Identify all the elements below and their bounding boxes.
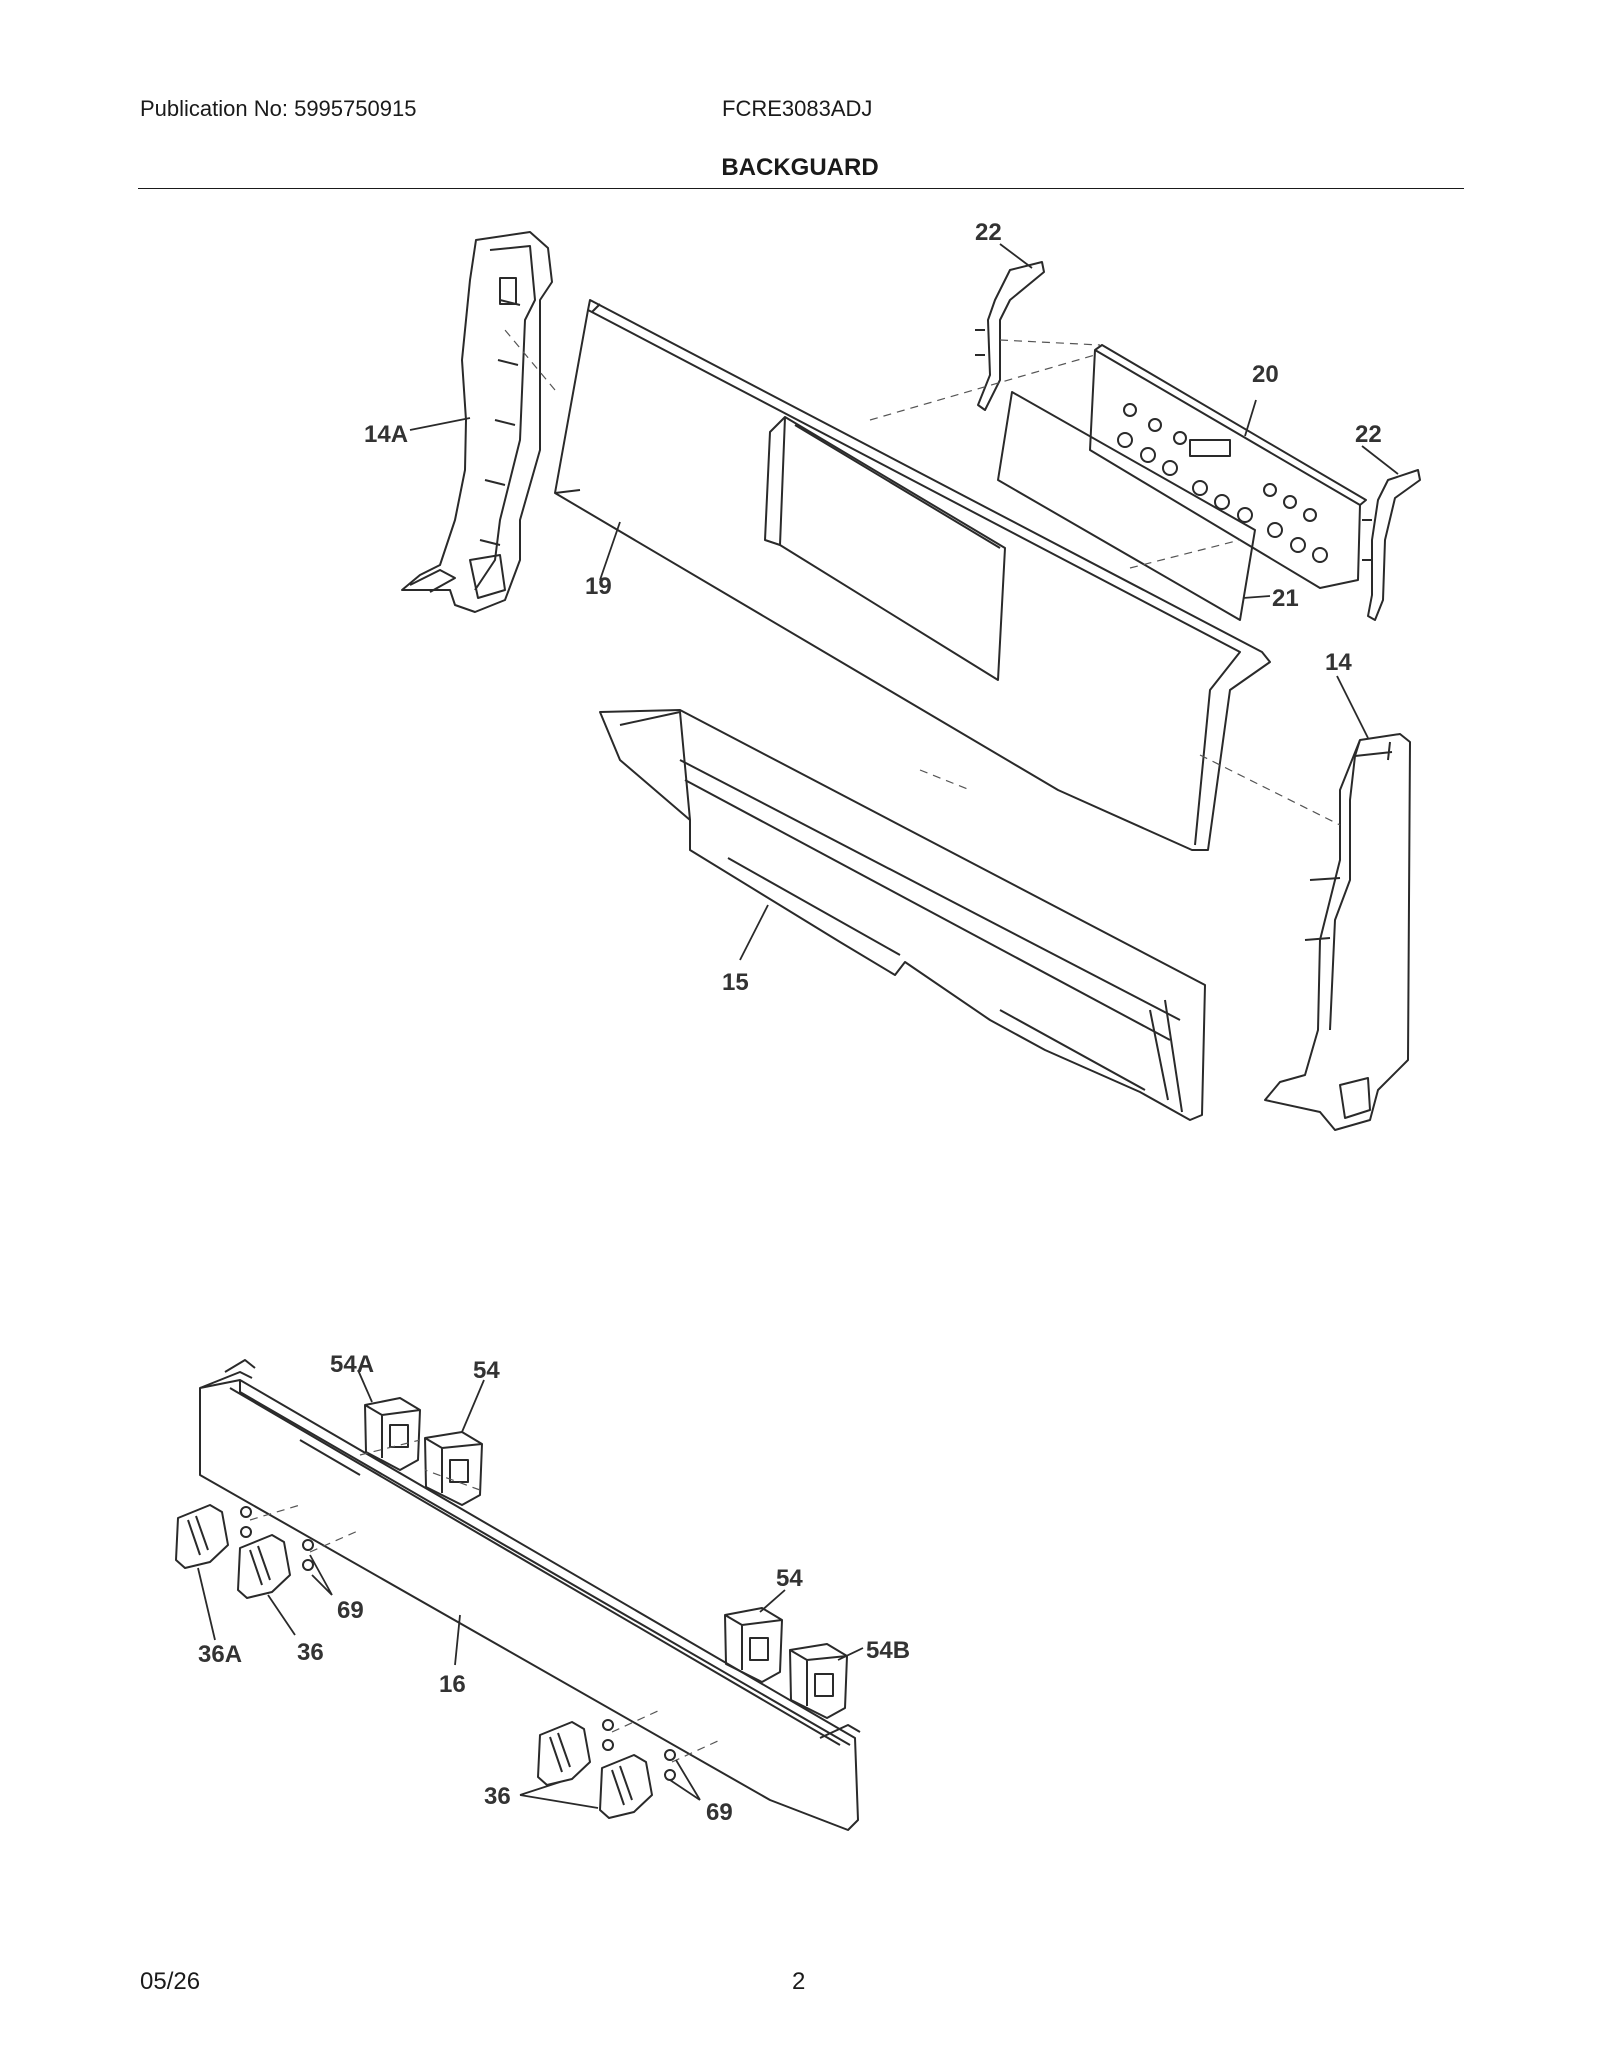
callout-19: 19 xyxy=(585,573,612,600)
part-54-switch-upper xyxy=(424,1431,483,1506)
part-54-switch-lower xyxy=(724,1607,783,1683)
part-16-lower-control-panel xyxy=(199,1359,861,1831)
callout-54-upper: 54 xyxy=(473,1357,500,1384)
callout-69-right: 69 xyxy=(706,1799,733,1826)
page-number: 2 xyxy=(792,1968,806,1995)
page-title: BACKGUARD xyxy=(721,154,879,181)
part-54b-switch xyxy=(789,1643,848,1719)
part-54a-switch xyxy=(364,1397,421,1471)
callout-36a: 36A xyxy=(198,1641,242,1668)
callout-36-left: 36 xyxy=(297,1639,324,1666)
callout-14a: 14A xyxy=(364,421,408,448)
part-36-knob-lower-b xyxy=(599,1754,653,1819)
part-36a-knob xyxy=(175,1504,229,1569)
footer-date: 05/26 xyxy=(140,1968,201,1995)
part-22-bracket-upper xyxy=(975,261,1045,411)
part-36-knob-lower-a xyxy=(537,1721,591,1786)
callout-69-left: 69 xyxy=(337,1597,364,1624)
callout-22-lower: 22 xyxy=(1355,421,1382,448)
header-divider xyxy=(138,188,1464,189)
part-36-knob-left xyxy=(237,1534,291,1599)
callout-20: 20 xyxy=(1252,361,1279,388)
callout-21: 21 xyxy=(1272,585,1299,612)
part-19-backguard-panel xyxy=(554,299,1271,851)
part-21-overlay xyxy=(997,391,1256,621)
part-20-control-board xyxy=(1089,344,1367,589)
alignment-dash-lines xyxy=(249,329,1341,1763)
callout-54a: 54A xyxy=(330,1351,374,1378)
part-14a-left-end-bracket xyxy=(401,231,553,613)
part-22-bracket-lower xyxy=(1362,469,1421,621)
callout-labels: 22 20 22 14A 19 21 14 15 54A 54 69 36A 3… xyxy=(198,219,1382,1826)
publication-number: Publication No: 5995750915 xyxy=(140,96,417,121)
callout-54b: 54B xyxy=(866,1637,910,1664)
part-14-right-end-bracket xyxy=(1264,733,1411,1131)
callout-54-lower: 54 xyxy=(776,1565,803,1592)
callout-leader-lines xyxy=(197,243,1399,1809)
callout-15: 15 xyxy=(722,969,749,996)
callout-14: 14 xyxy=(1325,649,1352,676)
callout-16: 16 xyxy=(439,1671,466,1698)
model-number: FCRE3083ADJ xyxy=(722,96,873,121)
callout-22-upper: 22 xyxy=(975,219,1002,246)
callout-36-lower: 36 xyxy=(484,1783,511,1810)
part-15-rear-panel xyxy=(599,709,1206,1121)
